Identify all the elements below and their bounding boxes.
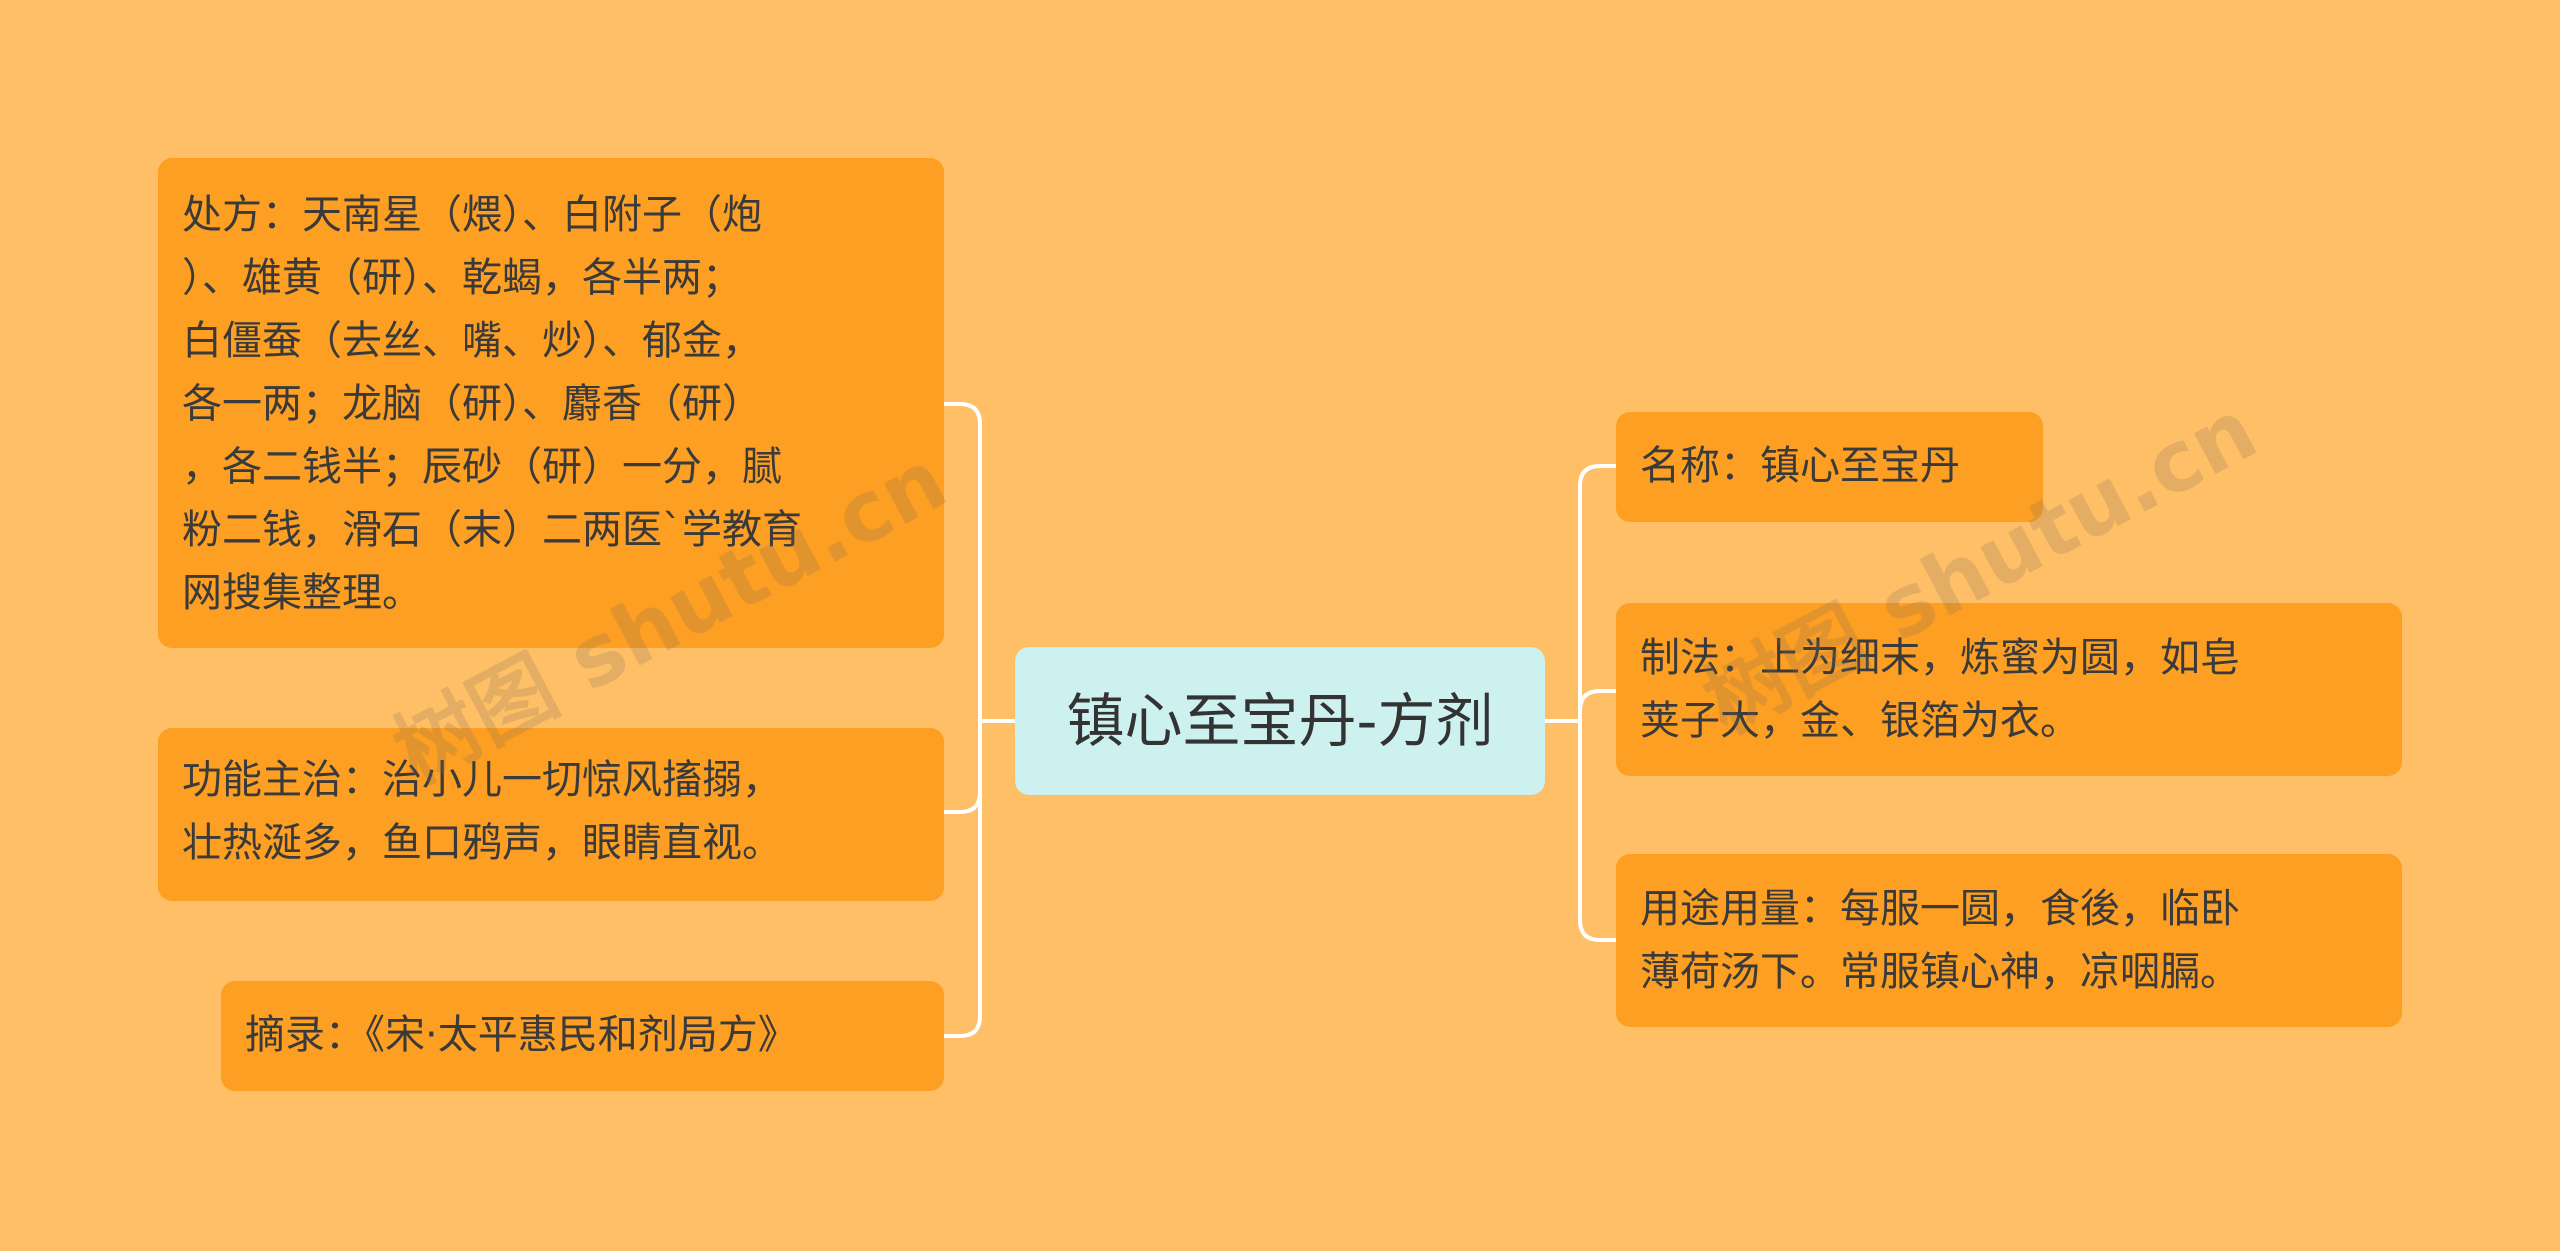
connector-left-indication <box>942 719 982 814</box>
connector-right-preparation <box>1578 689 1618 723</box>
branch-prescription[interactable]: 处方：天南星（煨）、白附子（炮 ）、雄黄（研）、乾蝎，各半两； 白僵蚕（去丝、嘴… <box>158 158 944 648</box>
connector-left-prescription <box>942 402 982 723</box>
branch-indication[interactable]: 功能主治：治小儿一切惊风搐搦， 壮热涎多，鱼口鸦声，眼睛直视。 <box>158 728 944 901</box>
connector-right-name <box>1578 464 1618 723</box>
branch-source[interactable]: 摘录：《宋·太平惠民和剂局方》 <box>221 981 944 1091</box>
root-topic[interactable]: 镇心至宝丹-方剂 <box>1015 647 1545 795</box>
branch-name[interactable]: 名称：镇心至宝丹 <box>1616 412 2043 522</box>
connector-left-source <box>942 719 982 1038</box>
branch-preparation[interactable]: 制法：上为细末，炼蜜为圆，如皂 荚子大，金、银箔为衣。 <box>1616 603 2402 776</box>
connector-right-usage <box>1578 719 1618 942</box>
branch-usage[interactable]: 用途用量：每服一圆，食後，临卧 薄荷汤下。常服镇心神，凉咽膈。 <box>1616 854 2402 1027</box>
